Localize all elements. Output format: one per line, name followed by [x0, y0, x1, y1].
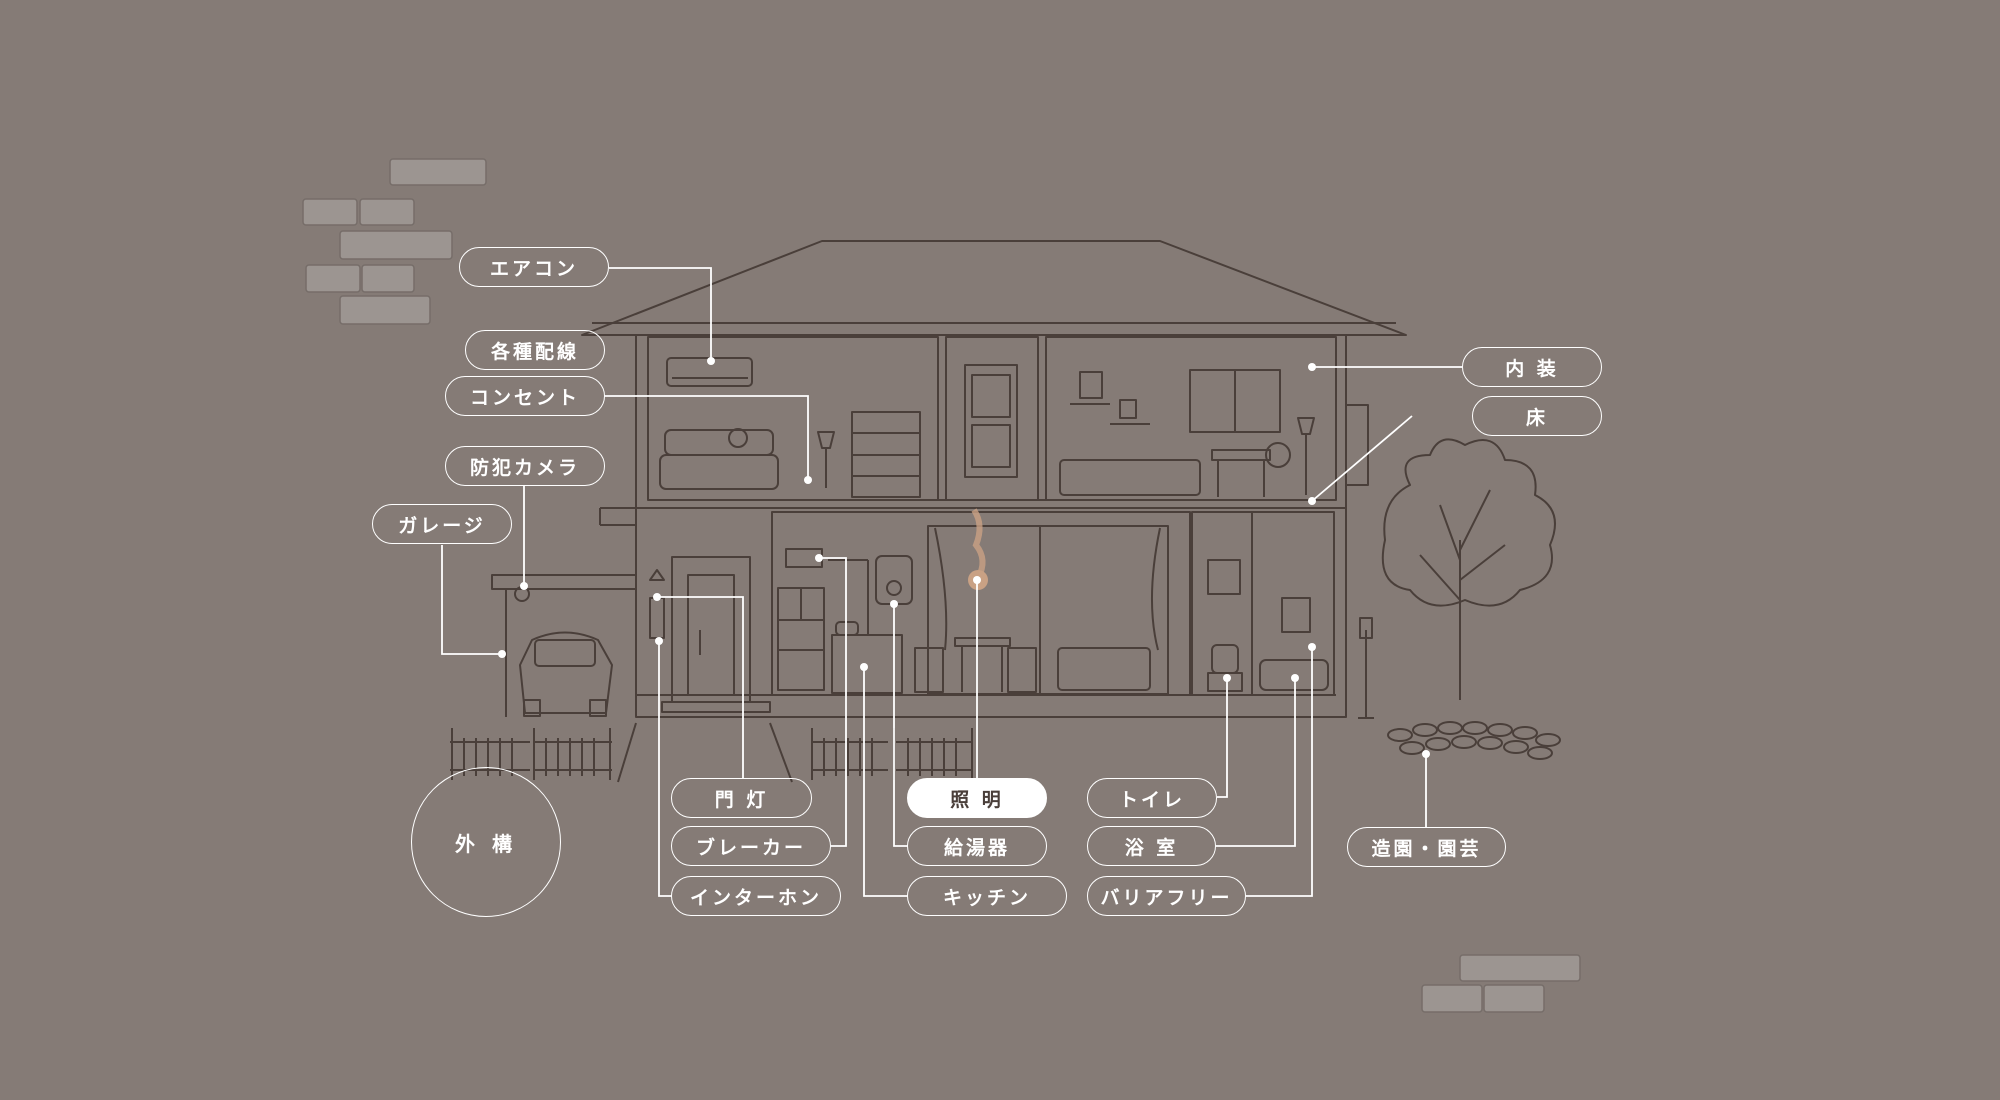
- label-barrier-free[interactable]: バリアフリー: [1087, 876, 1246, 916]
- leader-lines: [441, 267, 1462, 897]
- label-bathroom[interactable]: 浴 室: [1087, 826, 1216, 866]
- label-outlet[interactable]: コンセント: [445, 376, 605, 416]
- label-aircon[interactable]: エアコン: [459, 247, 609, 287]
- label-gate-light[interactable]: 門 灯: [671, 778, 812, 818]
- brick-decoration-bottom: [1421, 954, 1581, 1013]
- label-kitchen[interactable]: キッチン: [907, 876, 1067, 916]
- label-breaker[interactable]: ブレーカー: [671, 826, 831, 866]
- label-water-heater[interactable]: 給湯器: [907, 826, 1047, 866]
- label-floor[interactable]: 床: [1472, 396, 1602, 436]
- label-interior[interactable]: 内 装: [1462, 347, 1602, 387]
- label-lighting[interactable]: 照 明: [907, 778, 1047, 818]
- brick-decoration-top: [302, 158, 487, 325]
- label-landscaping[interactable]: 造園・園芸: [1347, 827, 1506, 867]
- label-garage[interactable]: ガレージ: [372, 504, 512, 544]
- label-intercom[interactable]: インターホン: [671, 876, 841, 916]
- label-security-camera[interactable]: 防犯カメラ: [445, 446, 605, 486]
- house-sketch: [450, 240, 1561, 783]
- label-toilet[interactable]: トイレ: [1087, 778, 1217, 818]
- label-wiring[interactable]: 各種配線: [465, 330, 605, 370]
- anchor-dots: [498, 357, 1430, 758]
- label-exterior[interactable]: 外 構: [411, 767, 561, 917]
